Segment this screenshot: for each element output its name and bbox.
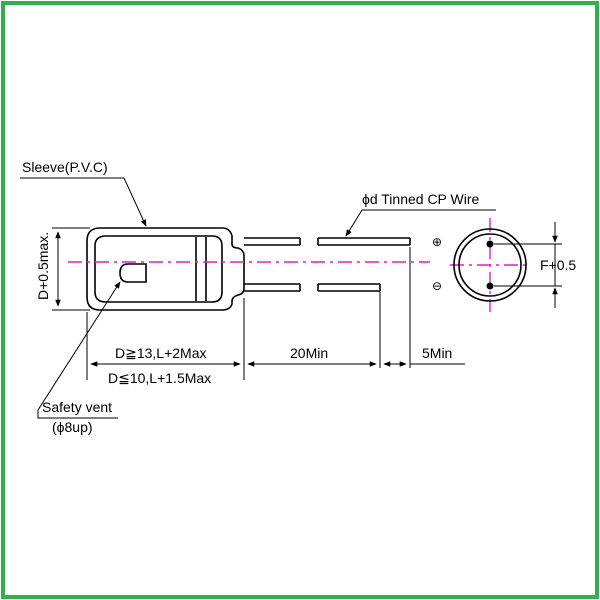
plus-polarity-icon: ⊕ <box>432 235 442 249</box>
wire-callout: ϕd Tinned CP Wire <box>345 191 496 237</box>
height-label: D+0.5max. <box>35 232 51 300</box>
pitch-label: F+0.5 <box>540 257 576 273</box>
pitch-dimension: F+0.5 <box>494 222 576 308</box>
minus-lead-dot <box>486 282 494 290</box>
safety-vent-callout: Safety vent (ϕ8up) <box>37 281 121 435</box>
length-large-label: D≧13,L+2Max <box>115 345 207 361</box>
lead-end-label: 5Min <box>422 345 452 361</box>
wire-label: ϕd Tinned CP Wire <box>362 191 480 207</box>
sleeve-callout: Sleeve(P.V.C) <box>20 159 147 227</box>
lead-length-label: 20Min <box>290 345 328 361</box>
safety-vent-size-label: (ϕ8up) <box>52 419 93 435</box>
capacitor-leads <box>244 237 411 292</box>
safety-vent-label: Safety vent <box>42 399 112 415</box>
length-dimensions: D≧13,L+2Max D≦10,L+1.5Max 20Min 5Min <box>86 247 465 386</box>
length-small-label: D≦10,L+1.5Max <box>108 370 211 386</box>
capacitor-body <box>86 227 245 311</box>
end-view: ⊕ ⊖ <box>432 228 527 302</box>
height-dimension: D+0.5max. <box>35 227 90 311</box>
plus-lead-dot <box>486 240 494 248</box>
centerlines <box>68 218 530 312</box>
minus-polarity-icon: ⊖ <box>432 279 442 293</box>
sleeve-label: Sleeve(P.V.C) <box>22 159 108 175</box>
